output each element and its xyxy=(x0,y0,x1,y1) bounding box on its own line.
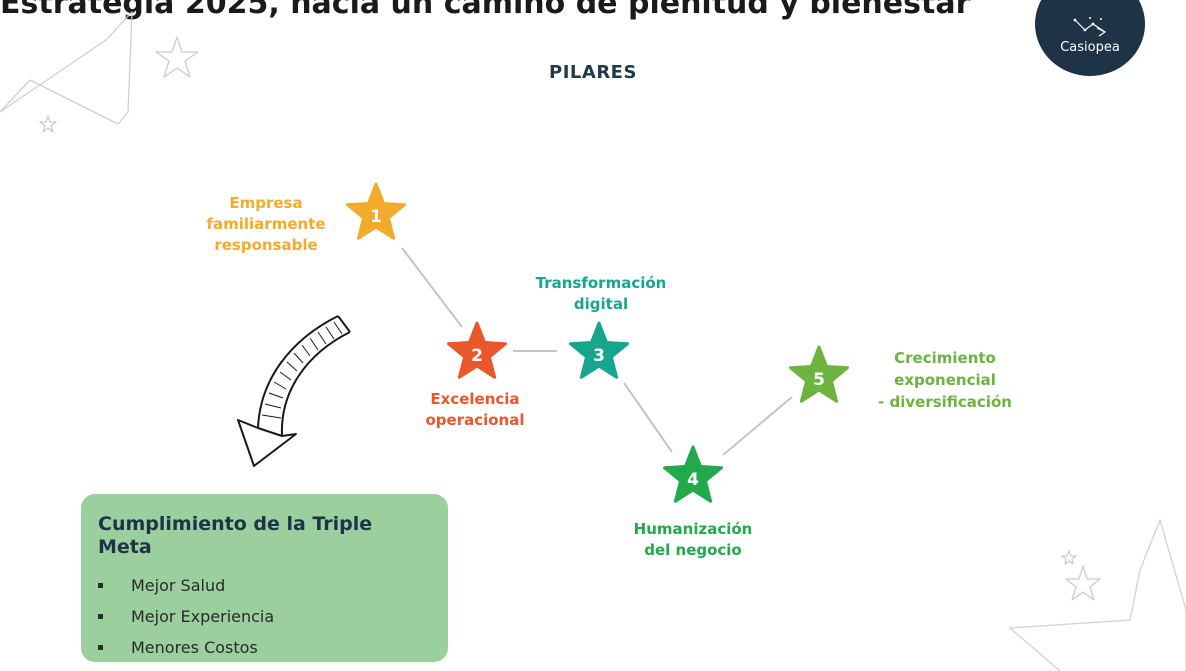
pillar-number: 3 xyxy=(593,346,605,366)
pillar-label-3: Transformación digital xyxy=(535,274,667,313)
pillar-star-1: 1 xyxy=(346,182,406,240)
list-item-text: Mejor Salud xyxy=(131,576,226,595)
connector-3-4 xyxy=(623,382,673,453)
list-item-text: Menores Costos xyxy=(131,638,258,657)
logo-text: Casiopea xyxy=(1060,40,1120,55)
connector-4-5 xyxy=(722,396,793,456)
list-item: Mejor Salud xyxy=(98,570,274,601)
bullet-icon xyxy=(98,614,103,619)
list-item: Menores Costos xyxy=(98,632,274,663)
pillar-number: 2 xyxy=(471,346,483,366)
page-title: PILARES xyxy=(549,62,637,83)
star-icon xyxy=(346,182,406,240)
pillar-number: 1 xyxy=(370,207,382,227)
pillar-label-5: Crecimiento exponencial - diversificació… xyxy=(878,349,1012,411)
constellation-icon xyxy=(1073,17,1107,37)
pillar-star-2: 2 xyxy=(447,321,507,379)
star-icon xyxy=(663,445,723,503)
star-icon xyxy=(447,321,507,379)
pillar-number: 5 xyxy=(813,370,825,390)
small-star-icon-4 xyxy=(1061,550,1077,565)
list-item: Mejor Experiencia xyxy=(98,601,274,632)
small-star-icon-2 xyxy=(39,115,57,133)
triple-meta-list: Mejor Salud Mejor Experiencia Menores Co… xyxy=(98,570,274,663)
bullet-icon xyxy=(98,645,103,650)
top-banner-text: Estrategia 2025, hacia un camino de plen… xyxy=(0,0,971,21)
pillar-star-5: 5 xyxy=(789,345,849,403)
connector-1-2 xyxy=(401,247,463,328)
small-star-icon-1 xyxy=(155,36,199,78)
bullet-icon xyxy=(98,583,103,588)
pillar-star-3: 3 xyxy=(569,321,629,379)
triple-meta-title: Cumplimiento de la Triple Meta xyxy=(98,513,373,558)
pillar-number: 4 xyxy=(687,470,699,490)
star-icon xyxy=(569,321,629,379)
small-star-icon-3 xyxy=(1065,565,1101,601)
list-item-text: Mejor Experiencia xyxy=(131,607,275,626)
connector-lines xyxy=(401,247,793,456)
pillar-star-4: 4 xyxy=(663,445,723,503)
pillar-label-1: Empresa familiarmente responsable xyxy=(206,194,326,254)
star-icon xyxy=(789,345,849,403)
curved-arrow-icon xyxy=(237,315,351,467)
pillar-label-2: Excelencia operacional xyxy=(425,390,525,429)
pillar-label-4: Humanización del negocio xyxy=(633,520,753,559)
triple-meta-box: Cumplimiento de la Triple Meta Mejor Sal… xyxy=(81,494,448,662)
